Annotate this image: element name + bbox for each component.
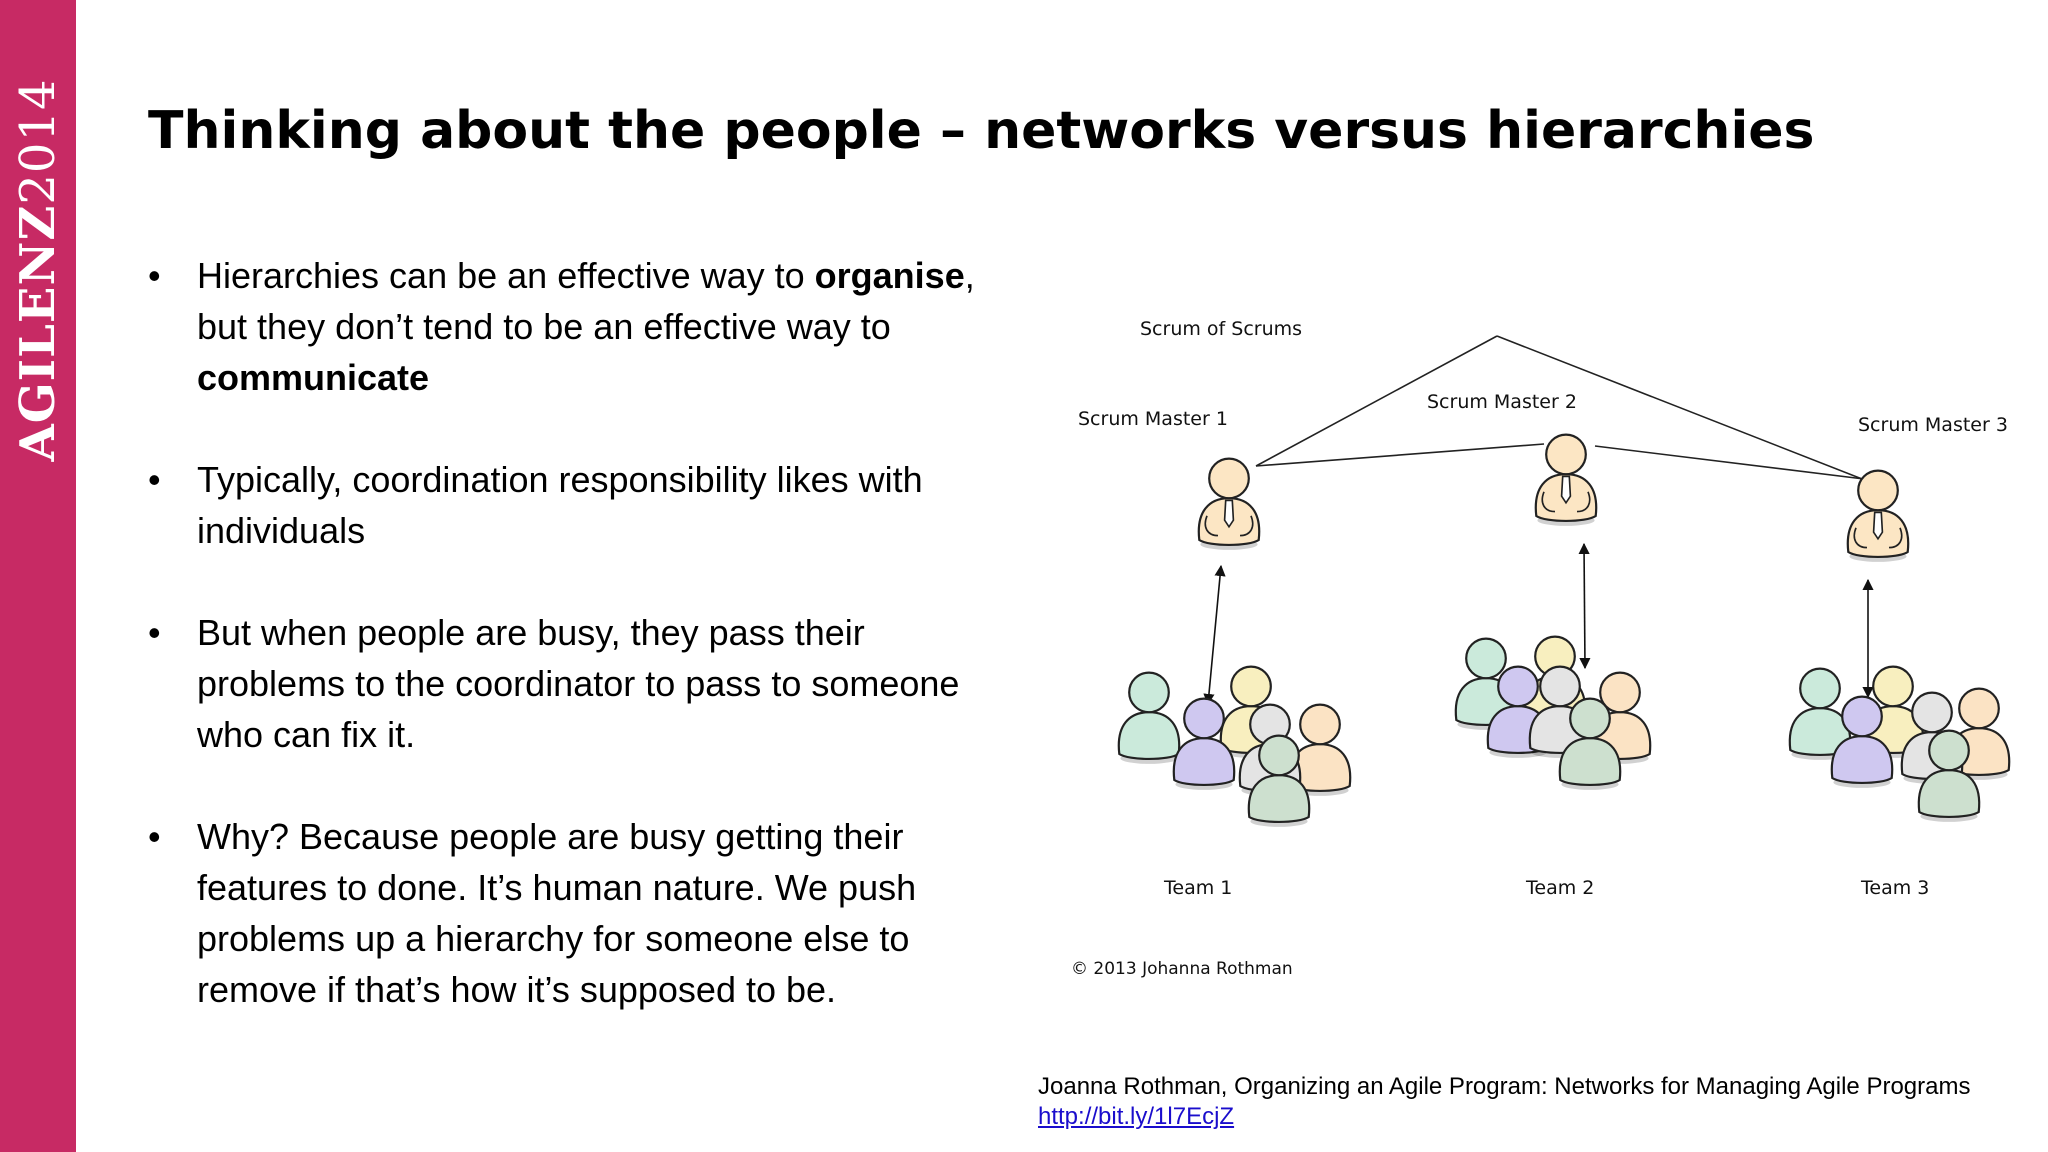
team-member-figure bbox=[1830, 695, 1894, 788]
network-line bbox=[1594, 445, 1873, 481]
brand-sidebar: AGILENZ2014 bbox=[0, 0, 76, 1152]
scrum-master-3-label: Scrum Master 3 bbox=[1858, 414, 2008, 436]
bullet-text: Why? Because people are busy getting the… bbox=[197, 816, 917, 1010]
bullet-dot: • bbox=[148, 255, 161, 296]
network-lines bbox=[1255, 335, 1881, 487]
team-2-label: Team 2 bbox=[1525, 877, 1594, 899]
bullet-list: •Hierarchies can be an effective way to … bbox=[148, 250, 998, 1066]
bullet-item: • Why? Because people are busy getting th… bbox=[148, 811, 998, 1015]
brand-name: AGILENZ bbox=[10, 204, 66, 462]
diagram-copyright: © 2013 Johanna Rothman bbox=[1071, 959, 1293, 979]
bullet-emphasis: organise bbox=[814, 255, 965, 296]
bullet-item: •Hierarchies can be an effective way to … bbox=[148, 250, 998, 403]
arrow-line bbox=[1203, 564, 1226, 706]
scrum-master-1-label: Scrum Master 1 bbox=[1078, 408, 1228, 430]
team-1-label: Team 1 bbox=[1163, 877, 1232, 899]
bullet-text: But when people are busy, they pass thei… bbox=[197, 612, 960, 755]
citation: Joanna Rothman, Organizing an Agile Prog… bbox=[1038, 1072, 1970, 1132]
citation-text: Joanna Rothman, Organizing an Agile Prog… bbox=[1038, 1073, 1971, 1100]
bullet-dot: • bbox=[148, 612, 161, 653]
scrum-master-1-figure bbox=[1197, 457, 1261, 550]
bullet-item: • Typically, coordination responsibility … bbox=[148, 454, 998, 556]
network-line bbox=[1255, 443, 1545, 467]
scrum-of-scrums-label: Scrum of Scrums bbox=[1140, 318, 1302, 340]
arrow-line bbox=[1578, 542, 1591, 670]
people bbox=[1117, 433, 2011, 827]
network-line bbox=[1255, 335, 1498, 467]
team-member-figure bbox=[1558, 697, 1622, 790]
team-member-figure bbox=[1172, 697, 1236, 790]
scrum-master-2-figure bbox=[1534, 433, 1598, 526]
scrum-of-scrums-diagram: Scrum of Scrums Scrum Master 1 Scrum Mas… bbox=[1071, 318, 2011, 979]
team-member-figure bbox=[1288, 703, 1352, 796]
team-member-figure bbox=[1247, 734, 1311, 827]
bullet-text: Typically, coordination responsibility l… bbox=[197, 459, 923, 551]
scrum-master-3-figure bbox=[1846, 469, 1910, 562]
bullet-emphasis: communicate bbox=[197, 357, 430, 398]
bullet-dot: • bbox=[148, 459, 161, 500]
slide-title: Thinking about the people – networks ver… bbox=[148, 101, 1815, 161]
bullet-text: Hierarchies can be an effective way to bbox=[197, 255, 815, 296]
bullet-dot: • bbox=[148, 816, 161, 857]
bullet-text: , but they don’t tend to be an effective… bbox=[197, 255, 975, 347]
bullet-item: • But when people are busy, they pass the… bbox=[148, 607, 998, 760]
scrum-master-2-label: Scrum Master 2 bbox=[1427, 391, 1577, 413]
master-team-arrows bbox=[1203, 542, 1874, 706]
team-member-figure bbox=[1117, 671, 1181, 764]
team-3-label: Team 3 bbox=[1860, 877, 1929, 899]
citation-link[interactable]: http://bit.ly/1l7EcjZ bbox=[1038, 1103, 1235, 1130]
brand-year: 2014 bbox=[10, 78, 66, 205]
network-line bbox=[1496, 335, 1881, 487]
team-member-figure bbox=[1917, 729, 1981, 822]
brand-logo: AGILENZ2014 bbox=[10, 78, 66, 461]
